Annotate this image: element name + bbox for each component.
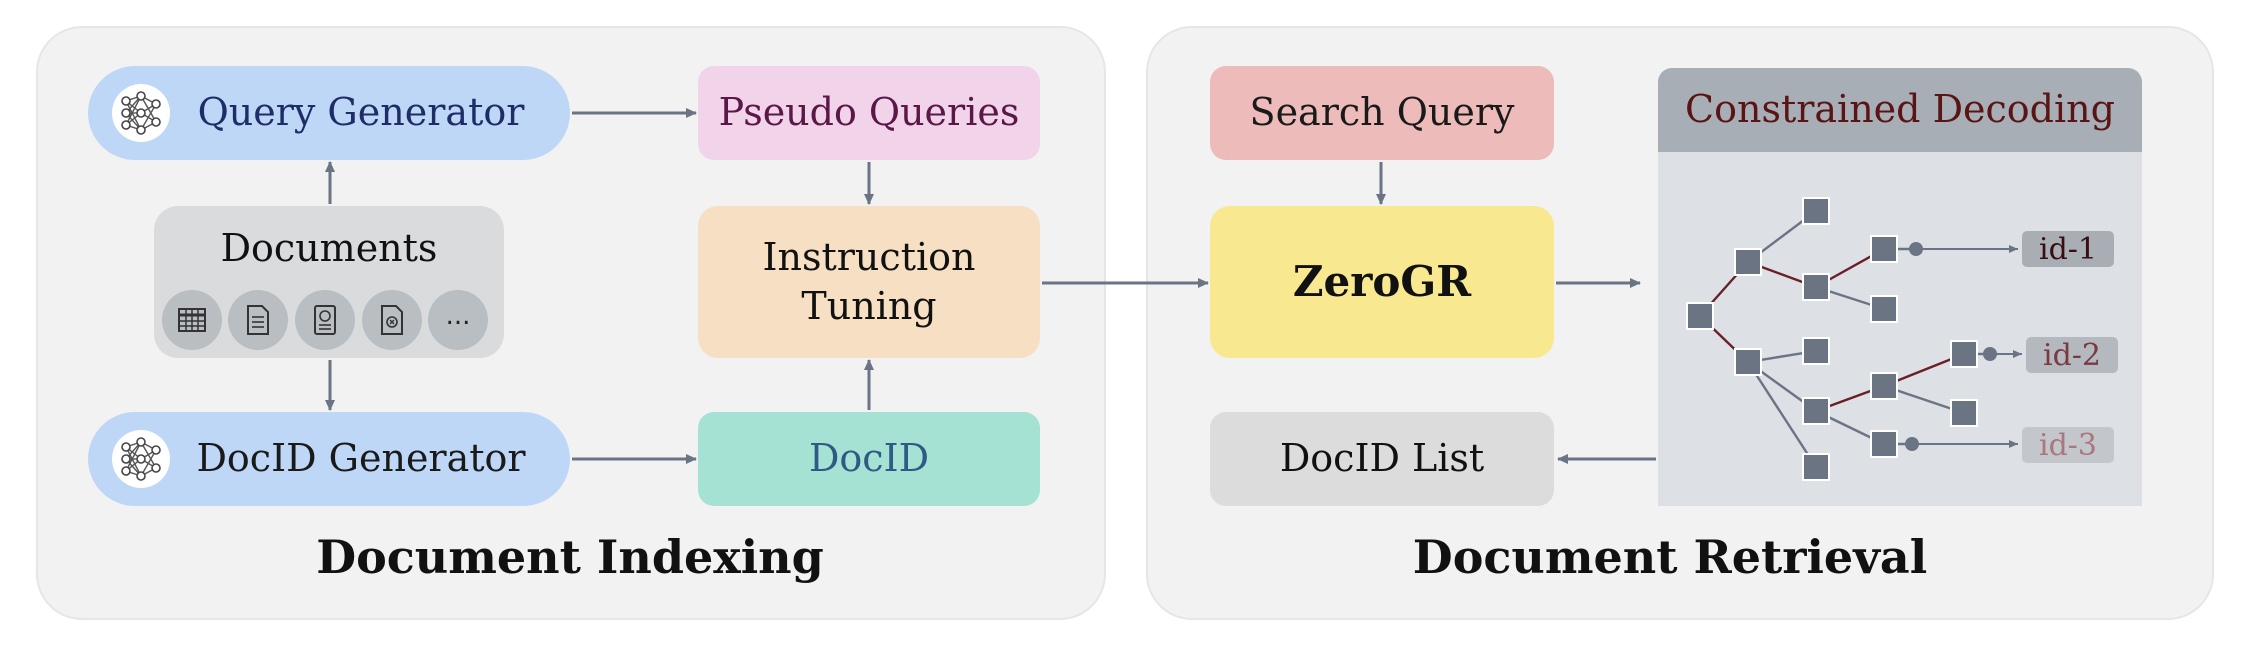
search-query-node: Search Query [1210, 66, 1554, 160]
id-1-label: id-1 [2038, 231, 2098, 267]
neural-network-icon [112, 84, 170, 142]
constrained-decoding-label: Constrained Decoding [1685, 87, 2115, 132]
instruction-tuning-label: Instruction Tuning [762, 234, 976, 328]
id-tag-3: id-3 [2022, 427, 2114, 463]
document-indexing-caption: Document Indexing [316, 530, 824, 584]
constrained-decoding-box: Constrained Decoding [1658, 68, 2142, 506]
docid-generator-node: DocID Generator [88, 412, 570, 506]
search-query-label: Search Query [1249, 90, 1515, 135]
table-icon [162, 290, 222, 350]
pseudo-queries-node: Pseudo Queries [698, 66, 1040, 160]
more-icon: ... [428, 290, 488, 350]
neural-network-icon [112, 430, 170, 488]
id-tag-2: id-2 [2026, 337, 2118, 373]
query-generator-node: Query Generator [88, 66, 570, 160]
id-2-label: id-2 [2042, 337, 2102, 373]
docid-generator-label: DocID Generator [196, 436, 526, 481]
id-3-label: id-3 [2038, 427, 2098, 463]
text-document-icon [228, 290, 288, 350]
docid-list-label: DocID List [1279, 436, 1485, 481]
more-label: ... [445, 301, 471, 331]
docid-label: DocID [808, 436, 930, 481]
query-generator-label: Query Generator [197, 90, 525, 135]
id-tag-1: id-1 [2022, 231, 2114, 267]
docid-node: DocID [698, 412, 1040, 506]
docid-list-node: DocID List [1210, 412, 1554, 506]
zerogr-node: ZeroGR [1210, 206, 1554, 358]
zerogr-label: ZeroGR [1292, 256, 1472, 306]
pseudo-queries-label: Pseudo Queries [718, 90, 1020, 135]
documents-label: Documents [220, 226, 438, 270]
constrained-decoding-header: Constrained Decoding [1658, 68, 2142, 152]
image-document-icon [295, 290, 355, 350]
document-retrieval-caption: Document Retrieval [1412, 530, 1928, 584]
instruction-tuning-node: Instruction Tuning [698, 206, 1040, 358]
code-document-icon [362, 290, 422, 350]
